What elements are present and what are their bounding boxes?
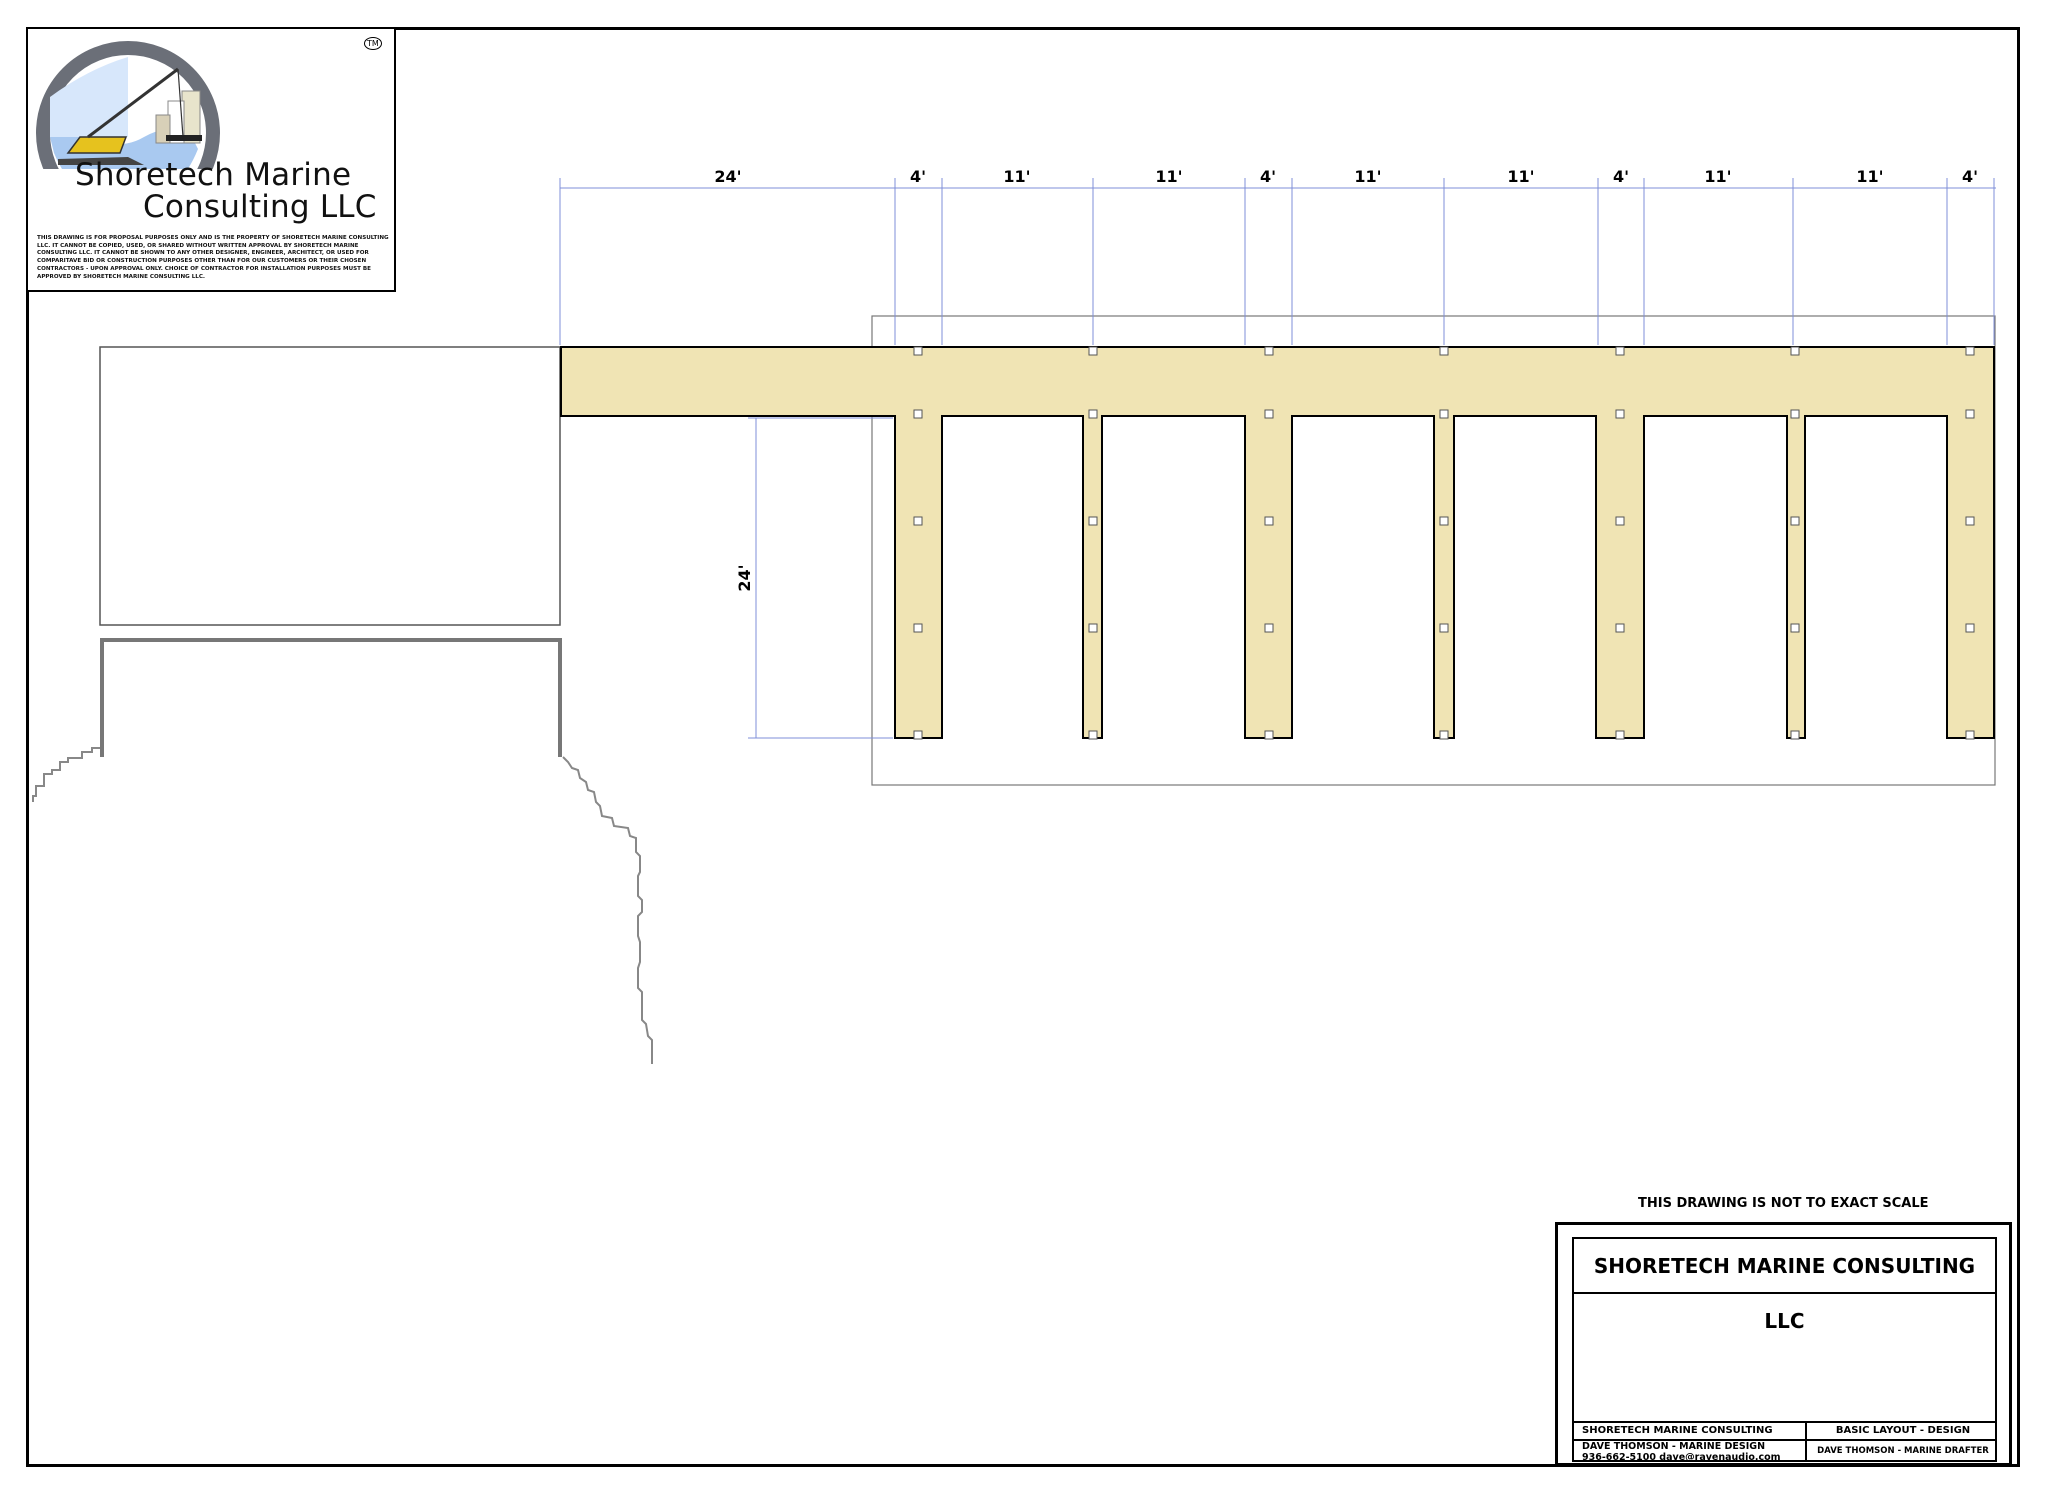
dock-platform <box>560 346 1995 739</box>
title-block-row-2: DAVE THOMSON - MARINE DESIGN 936-662-510… <box>1574 1439 1995 1463</box>
title-block-drawing-name: BASIC LAYOUT - DESIGN <box>1835 1425 1971 1436</box>
dim-label: 11' <box>1003 167 1030 186</box>
logo-emblem <box>36 41 220 169</box>
title-block-inner: SHORETECH MARINE CONSULTING LLC SHORETEC… <box>1572 1237 1997 1463</box>
title-block-row-1: SHORETECH MARINE CONSULTING BASIC LAYOUT… <box>1574 1421 1995 1439</box>
title-block-contact: 936-662-5100 dave@ravenaudio.com <box>1582 1452 1781 1463</box>
shoreline-right <box>562 756 653 1064</box>
house-outline <box>99 346 561 626</box>
bulkhead <box>100 638 562 757</box>
dim-label: 11' <box>1704 167 1731 186</box>
title-block-drafter: DAVE THOMSON - MARINE DRAFTER <box>1817 1446 1989 1456</box>
disclaimer-text: THIS DRAWING IS FOR PROPOSAL PURPOSES ON… <box>37 235 389 280</box>
title-block-firm: SHORETECH MARINE CONSULTING <box>1574 1423 1807 1439</box>
dimension-lines <box>559 178 1996 739</box>
dim-label: 11' <box>1507 167 1534 186</box>
dim-label: 4' <box>1613 167 1629 186</box>
title-block-company: SHORETECH MARINE CONSULTING LLC <box>1574 1239 1995 1333</box>
dim-label: 4' <box>910 167 926 186</box>
title-block-designer: DAVE THOMSON - MARINE DESIGN <box>1582 1441 1766 1452</box>
logo-name-line1: Shoretech Marine <box>75 157 352 193</box>
dim-label-side: 24' <box>735 564 754 591</box>
logo-name-line2: Consulting LLC <box>143 189 377 225</box>
title-block: SHORETECH MARINE CONSULTING LLC SHORETEC… <box>1555 1222 2012 1466</box>
trademark-symbol: TM <box>364 37 382 50</box>
dim-label: 4' <box>1962 167 1978 186</box>
shoreline-left <box>32 747 100 802</box>
dim-label: 4' <box>1260 167 1276 186</box>
scale-note: THIS DRAWING IS NOT TO EXACT SCALE <box>1638 1196 1929 1211</box>
dim-label: 11' <box>1856 167 1883 186</box>
dim-label: 11' <box>1354 167 1381 186</box>
piles <box>913 346 1975 740</box>
company-logo-box: TM Shoretech Marine Consulting LLC THIS … <box>26 27 396 292</box>
title-block-designer-cell: DAVE THOMSON - MARINE DESIGN 936-662-510… <box>1574 1441 1807 1463</box>
dim-label: 24' <box>714 167 741 186</box>
dim-label: 11' <box>1155 167 1182 186</box>
